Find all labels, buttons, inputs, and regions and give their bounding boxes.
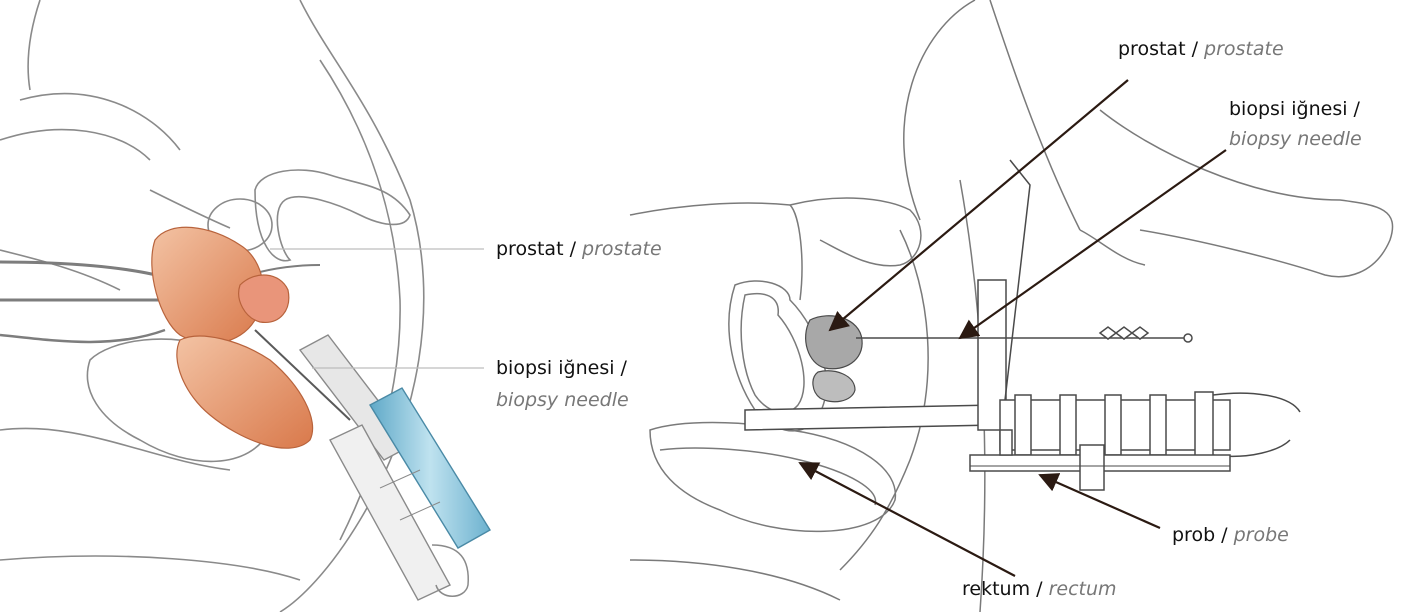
left-needle-label-en: biopsy needle (496, 388, 629, 412)
right-prostate-label-sep: / (1186, 38, 1204, 60)
left-biopsy-needle-device (255, 330, 490, 600)
right-prostate-label: prostat / prostate (1118, 37, 1284, 61)
right-probe-label-sep: / (1215, 524, 1233, 546)
left-needle-label-sep: / (615, 357, 627, 379)
right-anatomy-drawing (630, 0, 1393, 612)
right-probe-label-en: probe (1234, 524, 1289, 546)
right-rectum-arrow (800, 463, 1015, 576)
left-needle-label-tr: biopsi iğnesi (496, 357, 615, 379)
right-rectum-label-tr: rektum (962, 578, 1030, 600)
right-needle-label-sep: / (1348, 98, 1360, 120)
right-needle-label-en: biopsy needle (1229, 127, 1362, 151)
right-prostate-label-tr: prostat (1118, 38, 1186, 60)
right-probe-label-tr: prob (1172, 524, 1215, 546)
left-prostate-label-sep: / (564, 238, 582, 260)
right-rectum-label-en: rectum (1049, 578, 1117, 600)
right-prostate-label-en: prostate (1204, 38, 1284, 60)
right-rectum-label: rektum / rectum (962, 577, 1117, 601)
right-needle-label-tr: biopsi iğnesi (1229, 98, 1348, 120)
left-prostate-label-tr: prostat (496, 238, 564, 260)
left-needle-label: biopsi iğnesi / biopsy needle (496, 356, 629, 412)
right-needle-label: biopsi iğnesi / biopsy needle (1229, 97, 1362, 151)
right-needle-arrow (960, 150, 1226, 338)
right-rectum-label-sep: / (1030, 578, 1048, 600)
right-probe-label: prob / probe (1172, 523, 1289, 547)
left-prostate-label: prostat / prostate (496, 237, 662, 261)
left-prostate-label-en: prostate (582, 238, 662, 260)
right-prostate-shape (806, 316, 863, 402)
